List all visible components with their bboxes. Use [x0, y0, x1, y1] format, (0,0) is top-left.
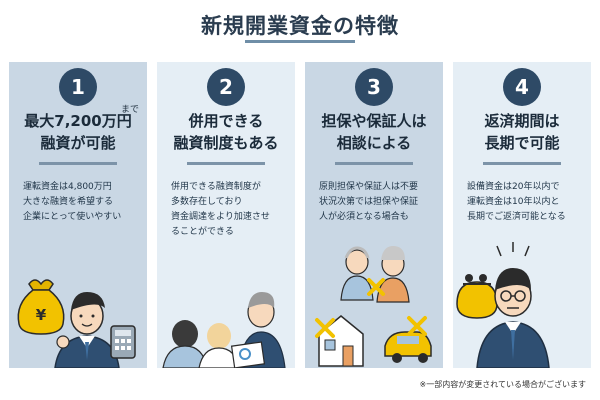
- feature-card-4: 4 返済期間は 長期で可能 設備資金は20年以内で 運転資金は10年以内と 長期…: [453, 62, 591, 368]
- body-line: 大きな融資を希望する: [23, 197, 114, 207]
- heading-line: 長期で可能: [484, 134, 560, 152]
- body-line: 企業にとって使いやすい: [23, 212, 122, 222]
- body-line: 多数存在しており: [171, 197, 243, 207]
- card-heading: 最大7,200万円 融資が可能: [9, 110, 147, 154]
- cross-mark-icon: [407, 316, 427, 336]
- collateral-guarantor-illustration: [315, 246, 432, 367]
- person-back-1: [162, 320, 208, 368]
- heading-line: 融資が可能: [40, 134, 116, 152]
- card-body: 設備資金は20年以内で 運転資金は10年以内と 長期でご返済可能となる: [467, 180, 585, 225]
- body-line: 状況次第では担保や保証: [319, 197, 419, 207]
- car-icon: [384, 331, 432, 363]
- heading-divider: [483, 162, 561, 165]
- coin-purse-man-illustration: [456, 242, 550, 368]
- heading-divider: [39, 162, 117, 165]
- elderly-woman-figure: [376, 246, 410, 303]
- title-underline: [245, 40, 355, 43]
- card-body: 原則担保や保証人は不要 状況次第では担保や保証 人が必須となる場合も: [319, 180, 437, 225]
- heading-divider: [187, 162, 265, 165]
- page-title: 新規開業資金の特徴: [201, 14, 399, 38]
- card-heading: 返済期間は 長期で可能: [453, 110, 591, 154]
- heading-divider: [335, 162, 413, 165]
- body-line: 人が必須となる場合も: [319, 212, 409, 222]
- card-heading: 担保や保証人は 相談による: [305, 110, 443, 154]
- feature-card-3: 3 担保や保証人は 相談による 原則担保や保証人は不要 状況次第では担保や保証 …: [305, 62, 443, 368]
- body-line: 資金調達をより加速させ: [171, 212, 270, 222]
- consultation-meeting-illustration: [162, 292, 286, 368]
- heading-line: 最大7,200万円: [24, 112, 132, 130]
- card-number: 2: [207, 68, 245, 106]
- heading-superscript: まで: [120, 105, 139, 115]
- card-body: 運転資金は4,800万円 大きな融資を希望する 企業にとって使いやすい: [23, 180, 141, 225]
- money-bag-man-illustration: ¥: [17, 279, 136, 368]
- card-number: 1: [59, 68, 97, 106]
- document-sheet-icon: [230, 341, 266, 368]
- calculator-icon: [110, 325, 136, 359]
- body-line: 設備資金は20年以内で: [467, 182, 560, 192]
- heading-line: 融資制度もある: [173, 134, 279, 152]
- body-line: 原則担保や保証人は不要: [319, 182, 419, 192]
- businessman-figure: [54, 292, 120, 368]
- heading-line: 担保や保証人は: [321, 112, 427, 130]
- body-line: 併用できる融資制度が: [171, 182, 261, 192]
- body-line: 運転資金は4,800万円: [23, 182, 112, 192]
- feature-card-1: 1 まで 最大7,200万円 融資が可能 運転資金は4,800万円 大きな融資を…: [9, 62, 147, 368]
- feature-card-2: 2 併用できる 融資制度もある 併用できる融資制度が 多数存在しており 資金調達…: [157, 62, 295, 368]
- cross-mark-icon: [315, 318, 335, 338]
- footnote: ※一部内容が変更されている場合がございます: [419, 380, 586, 389]
- house-icon: [318, 315, 364, 367]
- card-heading: 併用できる 融資制度もある: [157, 110, 295, 154]
- businessman-figure: [476, 242, 550, 368]
- heading-line: 返済期間は: [484, 112, 560, 130]
- heading-line: 併用できる: [188, 112, 264, 130]
- card-number: 3: [355, 68, 393, 106]
- card-number: 4: [503, 68, 541, 106]
- coin-purse-icon: [456, 274, 498, 319]
- cross-mark-icon: [367, 278, 385, 296]
- person-back-2: [198, 323, 240, 368]
- body-line: 運転資金は10年以内と: [467, 197, 560, 207]
- body-line: ることができる: [171, 227, 234, 237]
- heading-line: 相談による: [336, 134, 412, 152]
- svg-text:¥: ¥: [36, 306, 47, 324]
- body-line: 長期でご返済可能となる: [467, 212, 566, 222]
- money-bag-icon: ¥: [17, 279, 65, 335]
- card-body: 併用できる融資制度が 多数存在しており 資金調達をより加速させ ることができる: [171, 180, 289, 240]
